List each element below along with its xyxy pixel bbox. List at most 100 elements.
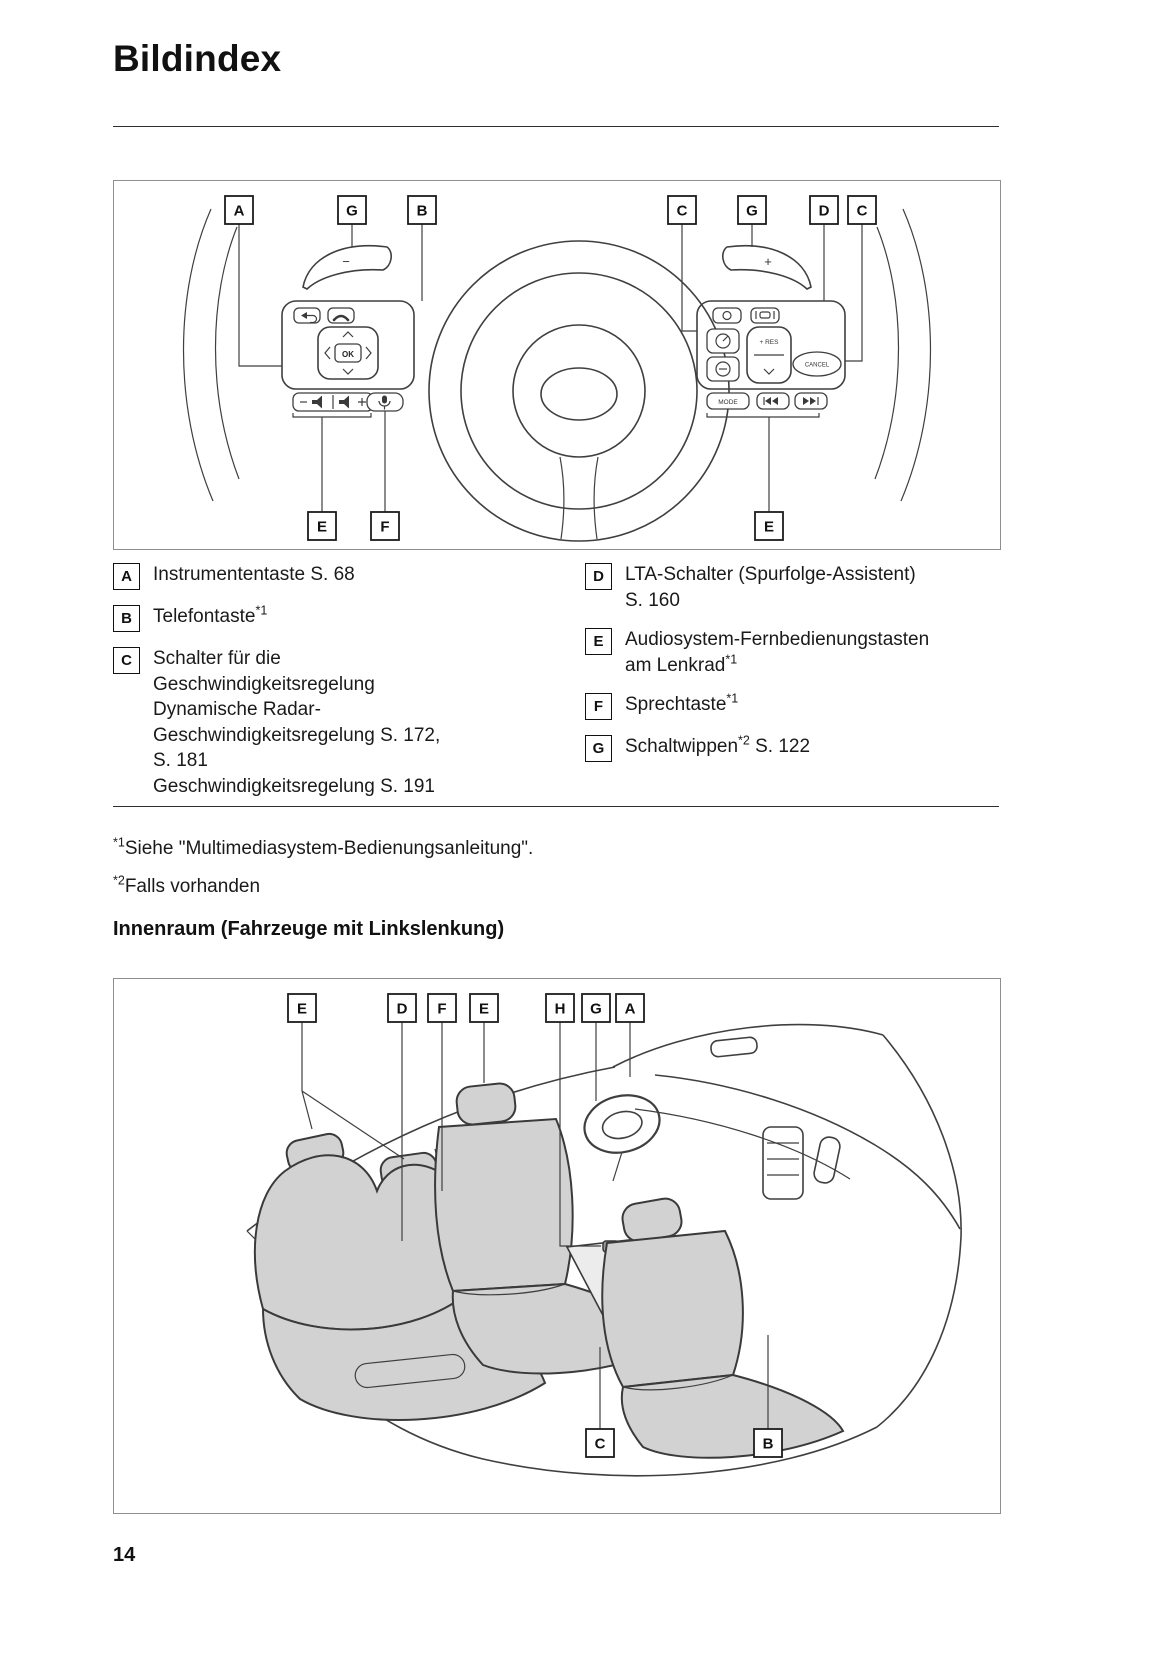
callout-D: D bbox=[809, 195, 839, 225]
volume-up-icon bbox=[358, 398, 366, 406]
ok-button bbox=[334, 343, 362, 363]
svg-text:E: E bbox=[317, 519, 327, 536]
callout-A: A bbox=[615, 993, 645, 1023]
speedometer-needle bbox=[722, 335, 729, 342]
legend-key-C: C bbox=[113, 647, 140, 674]
legend-column-right: D LTA-Schalter (Spurfolge-Assistent) S. … bbox=[585, 562, 999, 813]
callout-B: B bbox=[407, 195, 437, 225]
leader-E-right-bracket bbox=[706, 413, 820, 512]
front-right-cushion bbox=[620, 1373, 845, 1459]
body-right bbox=[876, 1236, 962, 1428]
legend-text-B: Telefontaste*1 bbox=[153, 603, 268, 627]
legend-item-F: F Sprechtaste*1 bbox=[585, 692, 999, 720]
lane-assist-icon bbox=[759, 311, 771, 319]
legend-key-B: B bbox=[113, 605, 140, 632]
legend-column-left: A Instrumententaste S. 68 B Telefontaste… bbox=[113, 562, 585, 813]
footnote-2: *2Falls vorhanden bbox=[113, 873, 261, 897]
legend-key-F: F bbox=[585, 693, 612, 720]
ok-label: OK bbox=[342, 350, 354, 359]
interior-diagram: E D F E H G A C B bbox=[246, 993, 962, 1477]
svg-text:A: A bbox=[625, 1001, 636, 1018]
right-switch-cluster: + RES CANCEL MODE bbox=[696, 300, 846, 410]
svg-text:E: E bbox=[764, 519, 774, 536]
callout-G-right: G bbox=[737, 195, 767, 225]
legend-item-A: A Instrumententaste S. 68 bbox=[113, 562, 585, 590]
legend-key-E: E bbox=[585, 628, 612, 655]
footnote-1: *1Siehe "Multimediasystem-Bedienungsanle… bbox=[113, 835, 534, 859]
cancel-button bbox=[792, 351, 842, 377]
callout-H: H bbox=[545, 993, 575, 1023]
chevron-left-icon bbox=[324, 346, 331, 360]
wheel-rim-inner bbox=[460, 272, 698, 510]
callout-C-right: C bbox=[847, 195, 877, 225]
svg-text:C: C bbox=[677, 203, 688, 220]
svg-text:G: G bbox=[746, 203, 758, 220]
chevron-right-icon bbox=[365, 346, 372, 360]
legend-text-A: Instrumententaste S. 68 bbox=[153, 564, 355, 585]
legend-item-C: C Schalter für die Geschwindigkeitsregel… bbox=[113, 646, 585, 799]
back-icon bbox=[301, 312, 307, 319]
front-right-seat bbox=[601, 1197, 845, 1459]
leader-C-right bbox=[845, 224, 863, 362]
svg-text:D: D bbox=[819, 203, 830, 220]
wheel-bottom-spoke bbox=[559, 456, 599, 540]
legend: A Instrumententaste S. 68 B Telefontaste… bbox=[113, 562, 999, 813]
legend-item-D: D LTA-Schalter (Spurfolge-Assistent) S. … bbox=[585, 562, 999, 613]
cancel-label: CANCEL bbox=[805, 363, 830, 369]
section-heading: Innenraum (Fahrzeuge mit Linkslenkung) bbox=[113, 918, 505, 940]
dashboard-top bbox=[654, 1074, 961, 1230]
phone-icon bbox=[332, 314, 350, 322]
svg-text:A: A bbox=[234, 203, 245, 220]
callout-E-right: E bbox=[754, 511, 784, 541]
center-stack-lines bbox=[767, 1142, 799, 1176]
steering-wheel-figure: − + bbox=[113, 180, 1001, 550]
right-paddle-shifter: + bbox=[722, 245, 812, 290]
svg-text:E: E bbox=[479, 1001, 489, 1018]
svg-text:C: C bbox=[595, 1436, 606, 1453]
leader-E-left-bracket bbox=[292, 413, 372, 512]
set-down-icon bbox=[763, 368, 775, 375]
speaker-icon bbox=[312, 395, 322, 409]
rear-cushion-seam bbox=[354, 1353, 466, 1389]
legend-text-C: Schalter für die Geschwindigkeitsregelun… bbox=[153, 648, 441, 797]
front-left-seam bbox=[452, 1283, 566, 1296]
callout-C-left: C bbox=[667, 195, 697, 225]
legend-key-G: G bbox=[585, 735, 612, 762]
callout-E-rear: E bbox=[287, 993, 317, 1023]
leader-C-left bbox=[681, 224, 697, 332]
svg-text:B: B bbox=[417, 203, 428, 220]
lane-lines-icon bbox=[755, 311, 775, 319]
center-stack bbox=[762, 1126, 804, 1200]
res-set-toggle bbox=[746, 326, 792, 384]
title-divider bbox=[113, 126, 999, 127]
cowl-right-inner bbox=[874, 226, 900, 480]
svg-text:E: E bbox=[297, 1001, 307, 1018]
mode-button bbox=[706, 392, 750, 410]
mode-label: MODE bbox=[718, 399, 738, 406]
legend-text-D: LTA-Schalter (Spurfolge-Assistent) S. 16… bbox=[625, 564, 916, 611]
dashboard-lower bbox=[634, 1108, 851, 1180]
callout-E-front: E bbox=[469, 993, 499, 1023]
legend-item-G: G Schaltwippen*2 S. 122 bbox=[585, 734, 999, 762]
previous-track-icon-2 bbox=[772, 397, 778, 405]
leader-A bbox=[238, 224, 282, 367]
wheel-hub bbox=[512, 324, 646, 458]
left-switch-cluster: OK bbox=[281, 300, 415, 412]
svg-text:H: H bbox=[555, 1001, 566, 1018]
svg-text:D: D bbox=[397, 1001, 408, 1018]
res-label: + RES bbox=[760, 339, 780, 346]
left-paddle-label: − bbox=[342, 254, 350, 269]
page-title: Bildindex bbox=[113, 38, 282, 79]
back-icon-arc bbox=[307, 314, 318, 324]
wheel-rim-outer bbox=[428, 240, 730, 542]
rearview-mirror bbox=[710, 1036, 758, 1058]
lane-assist-button bbox=[750, 307, 780, 324]
next-track-icon bbox=[803, 397, 809, 405]
cowl-right-outer bbox=[900, 208, 932, 502]
previous-track-icon bbox=[765, 397, 771, 405]
svg-text:F: F bbox=[437, 1001, 446, 1018]
dpad bbox=[317, 326, 379, 380]
callout-E-left: E bbox=[307, 511, 337, 541]
callout-G-left: G bbox=[337, 195, 367, 225]
next-track-icon-2 bbox=[810, 397, 816, 405]
